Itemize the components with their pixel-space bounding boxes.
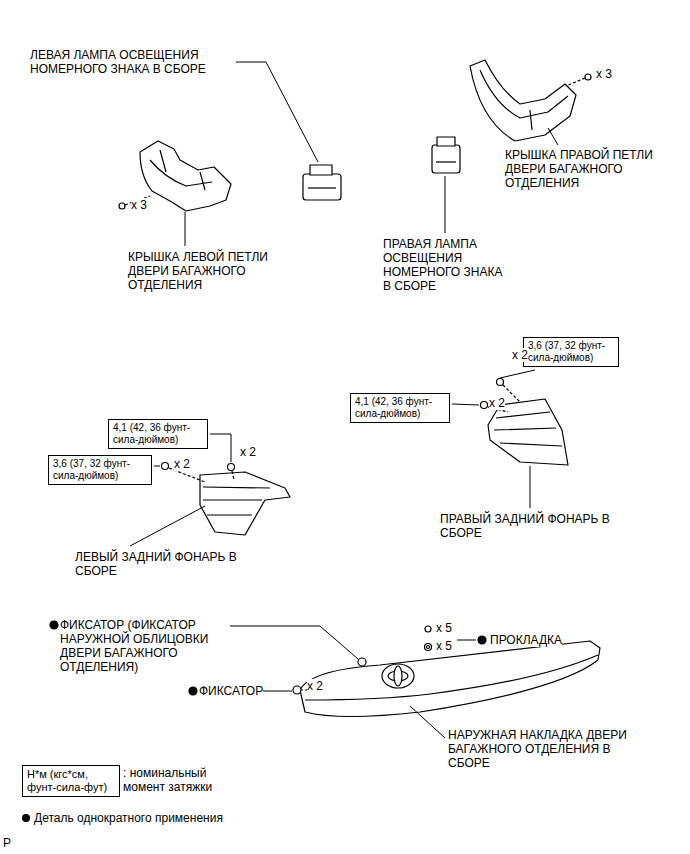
gasket-symbol [427, 646, 430, 649]
node-text: 3,6 (37, 32 фунт-сила-дюймов) [53, 458, 147, 482]
leader-line [236, 62, 318, 162]
tail-lamp-detail [494, 412, 562, 446]
right-license-lamp [432, 145, 460, 173]
legend-swatch [22, 814, 30, 822]
leader-line [500, 370, 535, 378]
leader-line [445, 176, 446, 233]
single-use-mark [50, 621, 58, 629]
legend-text: Деталь однократного применения [34, 811, 223, 825]
emblem [382, 664, 414, 688]
nut-symbol [481, 402, 488, 409]
nut-dash [232, 471, 234, 480]
part-name: ПРОКЛАДКА [490, 633, 562, 647]
leader-line [228, 626, 358, 659]
leader-line [185, 212, 186, 246]
part-name: ЛЕВЫЙ ЗАДНИЙ ФОНАРЬ В СБОРЕ [75, 550, 240, 578]
right-hinge-cover [470, 60, 576, 141]
screw-dash [566, 78, 585, 86]
leader-line [210, 434, 231, 462]
single-use-mark [189, 687, 197, 695]
part-name: ЛЕВАЯ ЛАМПА ОСВЕЩЕНИЯ НОМЕРНОГО ЗНАКА В … [30, 48, 235, 76]
nut-symbol [162, 463, 169, 470]
leader-line [410, 706, 445, 738]
part-name: КРЫШКА ПРАВОЙ ПЕТЛИ ДВЕРИ БАГАЖНОГО ОТДЕ… [505, 148, 655, 190]
leader-line [130, 506, 205, 546]
part-name: ФИКСАТОР (ФИКСАТОР НАРУЖНОЙ ОБЛИЦОВКИ ДВ… [60, 618, 230, 674]
node-text: 4,1 (42, 36 фунт-сила-дюймов) [355, 396, 445, 420]
tail-lamp-detail [203, 487, 270, 515]
screw-symbol [119, 203, 125, 209]
left-tail-lamp [200, 472, 290, 535]
legend-torque-box: Н*м (кгс*см, фунт-сила-фут) [22, 765, 120, 797]
garnish-detail [305, 655, 598, 700]
left-hinge-cover [140, 141, 231, 211]
part-name: ФИКСАТОР [199, 684, 263, 698]
node-text: 3,6 (37, 32 фунт-сила-дюймов) [528, 340, 614, 364]
part-name: ПРАВАЯ ЛАМПА ОСВЕЩЕНИЯ НОМЕРНОГО ЗНАКА В… [383, 237, 505, 293]
gasket-symbol [425, 626, 431, 632]
nut-symbol [497, 379, 504, 386]
quantity-callout: x 2 [512, 348, 528, 362]
quantity-callout: x 2 [307, 679, 323, 693]
part-name: ПРАВЫЙ ЗАДНИЙ ФОНАРЬ В СБОРЕ [440, 512, 615, 540]
legend-entry: Деталь однократного применения [22, 811, 223, 825]
quantity-callout: x 2 [489, 396, 505, 410]
legend-note: : номинальный момент затяжки [123, 766, 243, 794]
leader-line [530, 466, 531, 508]
lamp-connector [437, 137, 455, 146]
quantity-callout: x 2 [240, 445, 256, 459]
leader-line [154, 466, 160, 467]
part-name: НАРУЖНАЯ НАКЛАДКА ДВЕРИ БАГАЖНОГО ОТДЕЛЕ… [448, 728, 648, 770]
gasket-symbol [425, 644, 432, 651]
torque-spec-box: 3,6 (37, 32 фунт-сила-дюймов) [48, 455, 152, 485]
nut-dash [503, 385, 520, 402]
part-name: КРЫШКА ЛЕВОЙ ПЕТЛИ ДВЕРИ БАГАЖНОГО ОТДЕЛ… [128, 250, 273, 292]
leader-line [548, 128, 558, 145]
quantity-callout: x 3 [596, 67, 612, 81]
single-use-mark [478, 636, 486, 644]
leader-line [457, 640, 476, 641]
retainer-symbol [358, 658, 366, 666]
quantity-callout: x 2 [174, 457, 190, 471]
right-hinge-cover-detail [480, 70, 568, 130]
emblem-detail [394, 666, 402, 686]
lamp-detail [436, 161, 456, 162]
torque-spec-box: 3,6 (37, 32 фунт-сила-дюймов) [523, 337, 619, 367]
screw-symbol [585, 74, 591, 80]
left-hinge-cover-detail [150, 150, 212, 190]
torque-spec-box: 4,1 (42, 36 фунт-сила-дюймов) [350, 393, 450, 423]
nut-symbol [228, 464, 235, 471]
left-license-lamp [303, 174, 341, 200]
quantity-callout: x 5 [436, 639, 452, 653]
leader-line [452, 404, 479, 405]
lamp-detail [308, 187, 336, 188]
page-code: P [3, 836, 11, 850]
clip-symbol [293, 686, 301, 694]
quantity-callout: x 5 [436, 621, 452, 635]
node-text: 4,1 (42, 36 фунт-сила-дюймов) [113, 422, 203, 446]
torque-spec-box: 4,1 (42, 36 фунт-сила-дюймов) [108, 419, 208, 449]
leader-line [263, 691, 292, 692]
quantity-callout: x 3 [131, 198, 147, 212]
lamp-connector [310, 165, 332, 175]
node-text: Н*м (кгс*см, фунт-сила-фут) [27, 768, 115, 794]
